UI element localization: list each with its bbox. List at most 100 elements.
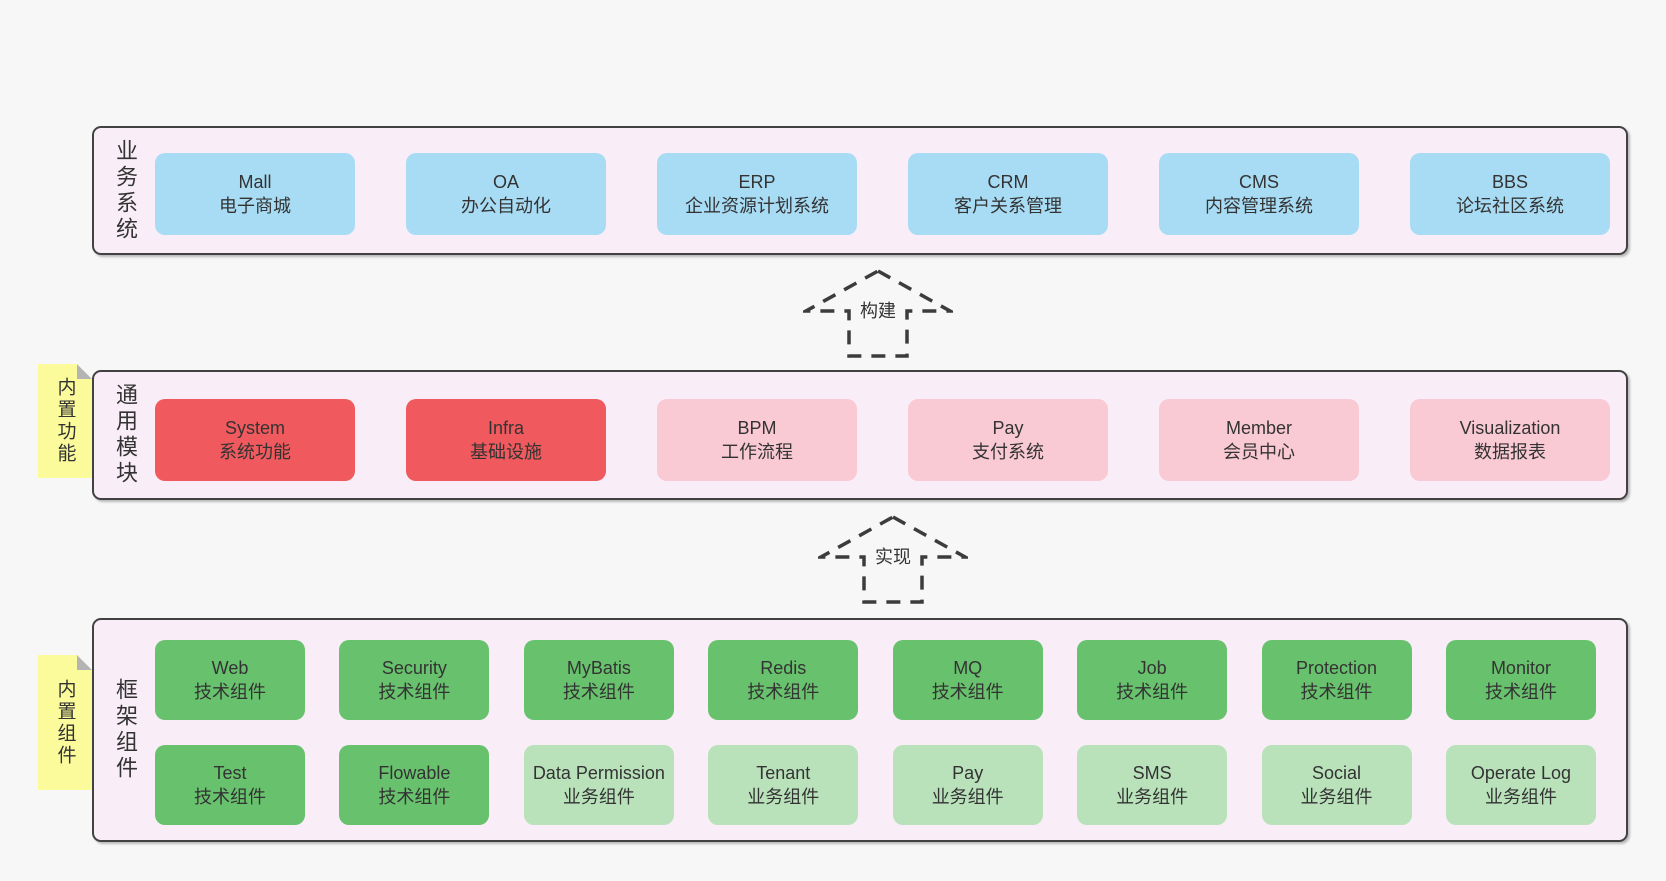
framework-components-row-1: Web 技术组件 Security 技术组件 MyBatis 技术组件 Redi… <box>155 640 1596 720</box>
box-subtitle: 技术组件 <box>194 787 266 807</box>
box-subtitle: 技术组件 <box>562 682 635 702</box>
box-subtitle: 基础设施 <box>470 442 542 462</box>
box-title: System <box>224 417 285 438</box>
box-title: MyBatis <box>566 657 631 678</box>
sticky-note-built-in-features: 内置功能 <box>38 364 92 478</box>
box-title: MQ <box>953 657 983 678</box>
up-arrow-dashed-icon <box>803 268 953 358</box>
box-system: System 系统功能 <box>155 399 355 481</box>
box-subtitle: 技术组件 <box>1484 682 1557 702</box>
box-bbs: BBS 论坛社区系统 <box>1410 153 1610 235</box>
box-subtitle: 业务组件 <box>747 787 820 807</box>
box-title: Data Permission <box>532 762 665 783</box>
box-title: Mall <box>238 171 272 192</box>
box-subtitle: 内容管理系统 <box>1205 196 1313 216</box>
box-pay-component: Pay 业务组件 <box>892 745 1043 825</box>
box-subtitle: 技术组件 <box>1116 682 1189 702</box>
box-member: Member 会员中心 <box>1159 399 1359 481</box>
box-title: Infra <box>487 417 525 438</box>
box-social: Social 业务组件 <box>1261 745 1412 825</box>
framework-components-rows: Web 技术组件 Security 技术组件 MyBatis 技术组件 Redi… <box>155 640 1596 825</box>
box-subtitle: 业务组件 <box>562 787 635 807</box>
box-title: CMS <box>1239 171 1279 192</box>
box-security: Security 技术组件 <box>339 640 490 720</box>
box-title: Tenant <box>756 762 811 783</box>
box-title: Web <box>211 657 249 678</box>
box-subtitle: 企业资源计划系统 <box>685 196 829 216</box>
box-title: Pay <box>952 762 984 783</box>
up-arrow-dashed-icon <box>818 514 968 604</box>
sticky-note-label: 内置功能 <box>54 377 76 465</box>
box-title: OA <box>492 171 519 192</box>
box-subtitle: 技术组件 <box>194 682 266 702</box>
box-subtitle: 支付系统 <box>972 442 1044 462</box>
folded-corner-icon <box>77 655 92 670</box>
box-tenant: Tenant 业务组件 <box>708 745 859 825</box>
box-data-permission: Data Permission 业务组件 <box>523 745 674 825</box>
box-visualization: Visualization 数据报表 <box>1410 399 1610 481</box>
box-cms: CMS 内容管理系统 <box>1159 153 1359 235</box>
box-redis: Redis 技术组件 <box>708 640 859 720</box>
box-title: BBS <box>1491 171 1529 192</box>
box-mq: MQ 技术组件 <box>892 640 1043 720</box>
band-common-modules-label: 通用模块 <box>113 383 138 487</box>
box-title: Monitor <box>1490 657 1551 678</box>
box-subtitle: 论坛社区系统 <box>1456 196 1564 216</box>
box-title: Social <box>1312 762 1362 783</box>
box-subtitle: 业务组件 <box>1484 787 1557 807</box>
box-subtitle: 业务组件 <box>1300 787 1373 807</box>
arrow-build-label: 构建 <box>857 296 899 324</box>
box-title: Visualization <box>1459 417 1561 438</box>
box-monitor: Monitor 技术组件 <box>1445 640 1596 720</box>
box-infra: Infra 基础设施 <box>406 399 606 481</box>
box-title: Pay <box>992 417 1024 438</box>
band-business-systems-label: 业务系统 <box>113 138 138 243</box>
box-subtitle: 电子商城 <box>219 196 291 216</box>
band-framework-components: 框架组件 Web 技术组件 Security 技术组件 MyBatis 技术组件… <box>92 618 1628 842</box>
box-protection: Protection 技术组件 <box>1261 640 1412 720</box>
box-subtitle: 客户关系管理 <box>954 196 1062 216</box>
business-systems-row: Mall 电子商城 OA 办公自动化 ERP 企业资源计划系统 CRM 客户关系… <box>155 153 1610 235</box>
box-subtitle: 技术组件 <box>1300 682 1373 702</box>
arrow-implement: 实现 <box>818 514 968 606</box>
box-subtitle: 技术组件 <box>378 787 451 807</box>
sticky-note-label: 内置组件 <box>54 678 76 767</box>
box-subtitle: 业务组件 <box>931 787 1004 807</box>
box-subtitle: 业务组件 <box>1116 787 1189 807</box>
box-operate-log: Operate Log 业务组件 <box>1445 745 1596 825</box>
band-framework-components-label: 框架组件 <box>113 678 138 782</box>
box-bpm: BPM 工作流程 <box>657 399 857 481</box>
box-subtitle: 技术组件 <box>931 682 1004 702</box>
box-flowable: Flowable 技术组件 <box>339 745 490 825</box>
box-test: Test 技术组件 <box>155 745 305 825</box>
band-business-systems: 业务系统 Mall 电子商城 OA 办公自动化 ERP 企业资源计划系统 CRM… <box>92 126 1628 255</box>
box-subtitle: 系统功能 <box>219 442 291 462</box>
box-title: Test <box>213 762 247 783</box>
box-oa: OA 办公自动化 <box>406 153 606 235</box>
box-title: Protection <box>1296 657 1378 678</box>
box-subtitle: 技术组件 <box>747 682 820 702</box>
framework-components-row-2: Test 技术组件 Flowable 技术组件 Data Permission … <box>155 745 1596 825</box>
box-subtitle: 办公自动化 <box>461 196 551 216</box>
box-title: Operate Log <box>1470 762 1571 783</box>
folded-corner-icon <box>77 364 92 379</box>
arrow-implement-label: 实现 <box>872 542 914 570</box>
box-subtitle: 会员中心 <box>1223 442 1295 462</box>
band-common-modules: 通用模块 System 系统功能 Infra 基础设施 BPM 工作流程 Pay… <box>92 370 1628 500</box>
box-web: Web 技术组件 <box>155 640 305 720</box>
box-title: CRM <box>987 171 1029 192</box>
box-pay-system: Pay 支付系统 <box>908 399 1108 481</box>
box-subtitle: 技术组件 <box>378 682 451 702</box>
box-title: Member <box>1225 417 1292 438</box>
box-title: BPM <box>737 417 777 438</box>
box-title: Security <box>381 657 447 678</box>
box-mybatis: MyBatis 技术组件 <box>523 640 674 720</box>
box-subtitle: 工作流程 <box>721 442 793 462</box>
box-subtitle: 数据报表 <box>1474 442 1546 462</box>
box-crm: CRM 客户关系管理 <box>908 153 1108 235</box>
box-sms: SMS 业务组件 <box>1077 745 1228 825</box>
box-mall: Mall 电子商城 <box>155 153 355 235</box>
box-title: Job <box>1137 657 1167 678</box>
sticky-note-built-in-components: 内置组件 <box>38 655 92 790</box>
